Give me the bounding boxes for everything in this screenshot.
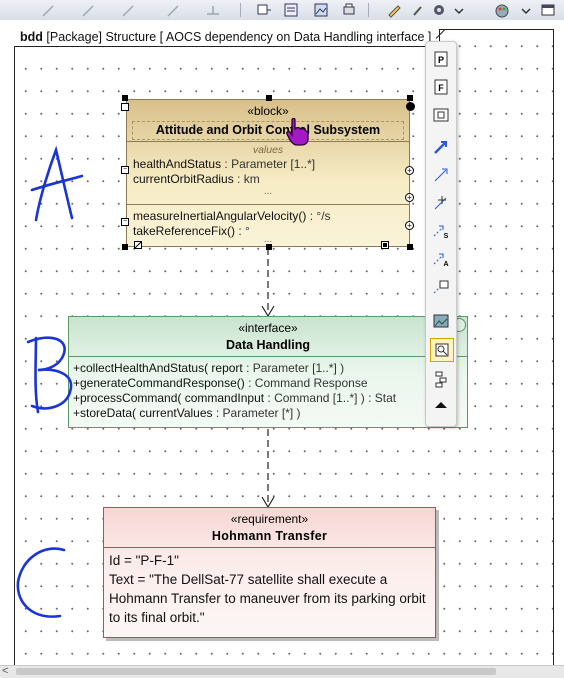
block-name[interactable]: Attitude and Orbit Control Subsystem [132, 121, 404, 140]
add-compartment-plus-icon[interactable]: + [405, 221, 414, 230]
path-tool-icon[interactable] [165, 2, 181, 18]
chevron-down-icon[interactable] [451, 2, 467, 18]
diagram-frame-header[interactable]: bdd [Package] Structure [ AOCS dependenc… [14, 29, 441, 47]
dependency-icon[interactable] [430, 136, 452, 158]
requirement-text: Text = "The DellSat-77 satellite shall e… [109, 572, 426, 625]
operations-ellipsis: ... [263, 234, 273, 245]
handwritten-letter-a [30, 145, 84, 222]
smart-manipulator-toolbar: P F S A [425, 41, 457, 427]
scroll-left-icon[interactable]: < [2, 665, 9, 677]
print-icon[interactable] [341, 2, 357, 18]
operation-row[interactable]: takeReferenceFix() : ° [133, 224, 250, 238]
requirement-properties[interactable]: Id = "P-F-1" Text = "The DellSat-77 sate… [109, 551, 431, 627]
diagram-title: [Package] Structure [ AOCS dependency on… [46, 30, 432, 44]
resize-handle-ne[interactable] [407, 95, 413, 101]
brush-icon[interactable] [410, 2, 426, 18]
pointer-tool-icon[interactable] [40, 2, 56, 18]
handwritten-letter-b [26, 336, 73, 414]
chevron-down-icon-2[interactable] [518, 2, 534, 18]
interface-stereotype: «interface» [238, 321, 298, 335]
palette-icon[interactable] [494, 2, 510, 18]
stop-handle-icon[interactable] [381, 241, 389, 249]
properties-icon[interactable] [283, 2, 299, 18]
requirement-stereotype: «requirement» [230, 512, 309, 526]
operation-row[interactable]: measureInertialAngularVelocity() : °/s [133, 209, 331, 223]
compartment-collapse-icon[interactable]: − [121, 218, 129, 226]
values-compartment-title: values [252, 144, 284, 156]
interface-operation-row[interactable]: +collectHealthAndStatus( report : Parame… [73, 361, 345, 375]
requirement-name[interactable]: Hohmann Transfer [211, 529, 328, 543]
requirement-id: Id = "P-F-1" [109, 553, 179, 568]
allocate-icon[interactable]: A [430, 248, 452, 270]
resize-handle-s[interactable] [266, 244, 272, 250]
connector-tool-icon[interactable] [120, 2, 136, 18]
comment-icon[interactable] [430, 276, 452, 298]
horizontal-scrollbar[interactable]: < [0, 665, 564, 678]
resize-handle-sw[interactable] [122, 244, 128, 250]
generalization-icon[interactable] [430, 164, 452, 186]
resize-handle-nw[interactable] [122, 95, 128, 101]
interface-operation-row[interactable]: +processCommand( commandInput : Command … [73, 391, 397, 405]
diagram-kind-label: bdd [20, 30, 43, 44]
association-icon[interactable] [430, 192, 452, 214]
values-ellipsis: ... [263, 186, 273, 197]
align-tool-icon[interactable] [205, 2, 221, 18]
layout-button-icon[interactable] [256, 2, 272, 18]
collapse-icon[interactable] [430, 394, 452, 416]
svg-text:S: S [444, 233, 449, 240]
value-property-row[interactable]: currentOrbitRadius : km [133, 172, 260, 186]
hand-cursor-icon [284, 117, 310, 152]
edit-icon[interactable] [386, 2, 402, 18]
flow-property-icon[interactable]: F [430, 76, 452, 98]
port-icon[interactable] [430, 104, 452, 126]
value-property-row[interactable]: healthAndStatus : Parameter [1..*] [133, 157, 316, 171]
interface-operation-row[interactable]: +storeData( currentValues : Parameter [*… [73, 406, 301, 420]
add-value-plus-icon[interactable]: + [405, 166, 414, 175]
window-icon[interactable] [540, 2, 556, 18]
main-toolbar [0, 0, 564, 21]
hohmann-transfer-requirement[interactable]: «requirement» Hohmann Transfer Id = "P-F… [103, 507, 436, 638]
handwritten-letter-c [16, 547, 66, 618]
resize-handle-se[interactable] [407, 244, 413, 250]
aocs-block[interactable]: «block» Attitude and Orbit Control Subsy… [126, 99, 410, 247]
line-tool-icon[interactable] [80, 2, 96, 18]
svg-text:A: A [443, 261, 448, 268]
add-operation-plus-icon[interactable]: + [405, 193, 414, 202]
data-handling-interface[interactable]: «interface» Data Handling +collectHealth… [68, 316, 468, 428]
layout-icon[interactable] [430, 368, 452, 390]
interface-operation-row[interactable]: +generateCommandResponse() : Command Res… [73, 376, 368, 390]
compartment-collapse-icon[interactable]: − [121, 166, 129, 174]
image-export-icon[interactable] [313, 2, 329, 18]
image-icon[interactable] [430, 310, 452, 332]
resize-handle-n[interactable] [266, 95, 272, 101]
block-menu-handle-icon[interactable] [121, 103, 129, 111]
diagram-overview-icon[interactable] [430, 338, 454, 362]
satisfy-icon[interactable]: S [430, 220, 452, 242]
svg-text:F: F [438, 83, 444, 93]
block-stereotype: «block» [247, 104, 289, 118]
scrollbar-thumb[interactable] [16, 668, 496, 675]
shortcut-arrow-icon[interactable] [134, 241, 142, 249]
interface-name[interactable]: Data Handling [225, 338, 311, 352]
part-property-icon[interactable]: P [430, 48, 452, 70]
svg-text:P: P [438, 55, 444, 65]
gear-icon[interactable] [431, 2, 447, 18]
connection-handle-icon[interactable] [406, 102, 415, 111]
